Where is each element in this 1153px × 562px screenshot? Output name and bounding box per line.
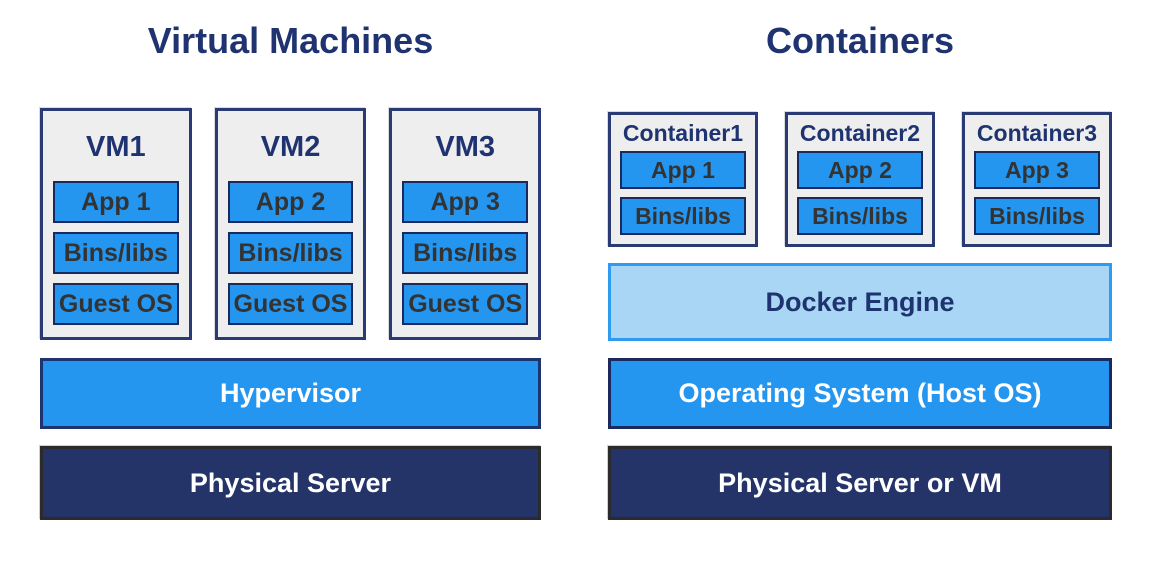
container3-binslibs-layer: Bins/libs: [974, 197, 1100, 235]
container3-box: Container3 App 3 Bins/libs: [962, 112, 1112, 247]
physical-server-or-vm-bar: Physical Server or VM: [608, 446, 1112, 520]
vm2-guestos-layer: Guest OS: [227, 283, 354, 325]
vm2-box: VM2 App 2 Bins/libs Guest OS: [214, 108, 367, 340]
containers-title: Containers: [765, 20, 955, 61]
vm-row: VM1 App 1 Bins/libs Guest OS VM2 App 2 B…: [40, 108, 542, 340]
virtual-machines-title: Virtual Machines: [147, 20, 434, 61]
docker-engine-bar: Docker Engine: [608, 263, 1112, 341]
hypervisor-bar: Hypervisor: [40, 358, 541, 429]
container3-label: Container3: [976, 120, 1098, 146]
vm2-label: VM2: [260, 131, 321, 163]
physical-server-bar: Physical Server: [40, 446, 541, 520]
vm2-app-layer: App 2: [227, 181, 354, 223]
virtual-machines-section: Virtual Machines VM1 App 1 Bins/libs Gue…: [40, 0, 542, 562]
container1-app-layer: App 1: [620, 151, 746, 189]
containers-section: Containers Container1 App 1 Bins/libs Co…: [608, 0, 1112, 562]
vm1-label: VM1: [86, 131, 146, 163]
container2-label: Container2: [799, 120, 921, 146]
vm1-binslibs-layer: Bins/libs: [53, 232, 179, 274]
vm1-guestos-layer: Guest OS: [53, 283, 179, 325]
vm3-box: VM3 App 3 Bins/libs Guest OS: [389, 108, 542, 340]
container2-binslibs-layer: Bins/libs: [797, 197, 923, 235]
vm3-app-layer: App 3: [402, 181, 529, 223]
host-os-bar: Operating System (Host OS): [608, 358, 1112, 429]
vm1-box: VM1 App 1 Bins/libs Guest OS: [40, 108, 192, 340]
container2-app-layer: App 2: [797, 151, 923, 189]
vm3-binslibs-layer: Bins/libs: [402, 232, 529, 274]
vm3-guestos-layer: Guest OS: [402, 283, 529, 325]
container2-box: Container2 App 2 Bins/libs: [785, 112, 935, 247]
vm2-binslibs-layer: Bins/libs: [227, 232, 354, 274]
container1-binslibs-layer: Bins/libs: [620, 197, 746, 235]
container-row: Container1 App 1 Bins/libs Container2 Ap…: [608, 112, 1112, 247]
vm1-app-layer: App 1: [53, 181, 179, 223]
container1-box: Container1 App 1 Bins/libs: [608, 112, 758, 247]
vm3-label: VM3: [435, 131, 495, 163]
container3-app-layer: App 3: [974, 151, 1100, 189]
container1-label: Container1: [622, 120, 744, 146]
